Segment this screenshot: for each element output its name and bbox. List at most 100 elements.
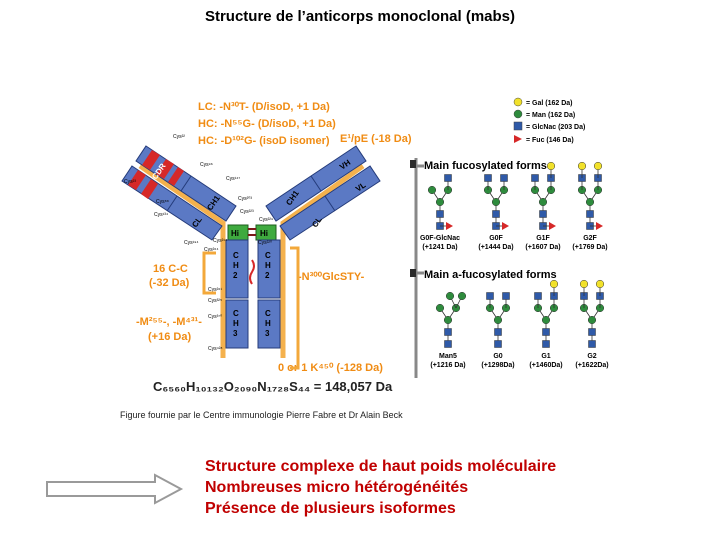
domain-label-ch2-left-2: 2 [233, 271, 238, 280]
man-icon [541, 315, 551, 325]
afucosylated-form-name: G0 [493, 353, 502, 360]
molecular-formula: C₆₅₆₀H₁₀₁₃₂O₂₀₉₀N₁₇₂₈S₄₄ = 148,057 Da [153, 379, 393, 394]
afucosylated-form-mass: (+1460Da) [529, 362, 562, 369]
cys-label: Cys¹⁴⁷ [226, 176, 240, 182]
summary-line: Structure complexe de haut poids molécul… [205, 458, 557, 475]
glcnac-icon [444, 328, 452, 336]
glcnac-icon [444, 174, 452, 182]
cys-label: Cys²²⁹ [259, 217, 273, 223]
annotation-oxidation-mass: (+16 Da) [148, 331, 191, 343]
fuc-icon [514, 135, 522, 143]
domain-label-ch3-right-3: 3 [265, 329, 270, 338]
cys-label: Cys²³ [124, 179, 136, 185]
figure-background [118, 88, 618, 408]
glcnac-icon [500, 174, 508, 182]
legend-glcnac: = GlcNac (203 Da) [526, 124, 585, 131]
glcnac-icon [444, 340, 452, 348]
fucosylated-form-name: G0F-GlcNac [420, 235, 460, 242]
fucosylated-glycan-trees [427, 161, 603, 230]
man-icon [513, 109, 523, 119]
legend-man: = Man (162 Da) [526, 112, 575, 119]
cys-label: Cys²⁰³ [238, 196, 252, 202]
fucosylated-form-mass: (+1444 Da) [478, 244, 513, 251]
figure-caption: Figure fournie par le Centre immunologie… [120, 410, 403, 420]
summary-line: Nombreuses micro hétérogénéités [205, 479, 469, 496]
left-arm-light-chain [121, 165, 223, 241]
afucosylated-form-name: G1 [541, 353, 550, 360]
fc-bracket-left [202, 251, 216, 295]
left-ch3-domain [225, 299, 249, 349]
afucosylated-form-name: Man5 [439, 353, 457, 360]
cys-label: Cys⁴²⁸ [208, 346, 223, 352]
domain-label-ch3-left-h: H [233, 319, 239, 328]
n-glycan-marker [249, 259, 255, 285]
gal-icon [577, 161, 587, 171]
gal-icon [593, 161, 603, 171]
domain-label-hi-right: Hi [260, 229, 268, 238]
domain-label-ch3-left: C [233, 309, 239, 318]
glycan-bracket-ticks [416, 164, 424, 275]
domain-label-ch3-right: C [265, 309, 271, 318]
man-icon [443, 315, 453, 325]
right-arm-heavy-chain [265, 145, 367, 222]
fucosylated-form-name: G0F [489, 235, 503, 242]
gal-icon [513, 97, 523, 107]
annotation-disulfide-mass: (-32 Da) [149, 277, 190, 289]
domain-label-ch2-left: C [233, 251, 239, 260]
annotation-disulfide: 16 C-C [153, 263, 188, 275]
fuc-icon [596, 222, 603, 230]
legend-fuc: = Fuc (146 Da) [526, 137, 574, 144]
right-arm-light-chain [279, 165, 381, 241]
annotation-pyroglutamate: E¹/pE (-18 Da) [340, 133, 412, 145]
glcnac-icon [502, 292, 510, 300]
cys-label: Cys²²³ [240, 209, 254, 215]
annotation-hc-n55g: HC: -N⁵⁵G- (D/isoD, +1 Da) [198, 118, 336, 130]
domain-label-ch3-right-h: H [265, 319, 271, 328]
afucosylated-heading: Main a-fucosylated forms [424, 269, 557, 281]
cys-label: Cys¹⁹⁴ [184, 240, 199, 246]
fuc-icon [446, 222, 453, 230]
glcnac-icon [534, 292, 542, 300]
glcnac-icon [588, 340, 596, 348]
glcnac-icon [542, 340, 550, 348]
right-ch2-domain [257, 239, 281, 299]
man-icon [493, 315, 503, 325]
fc-bracket-right [290, 246, 300, 370]
cys-label: Cys⁸⁸ [156, 199, 169, 205]
gal-icon [595, 279, 605, 289]
left-ch2-domain [225, 239, 249, 299]
fucosylated-heading: Main fucosylated forms [424, 160, 547, 172]
antibody-structure-figure: Hi Hi CH1 CL CH1 CL VH VL CDR C H 2 C H … [118, 88, 618, 408]
glcnac-icon [513, 121, 523, 131]
annotation-oxidation: -M²⁵⁵-, -M⁴³¹- [136, 316, 202, 328]
domain-label-ch2-left-h: H [233, 261, 239, 270]
man-icon [445, 291, 455, 301]
domain-label-ch2-right: C [265, 251, 271, 260]
gal-icon [546, 161, 556, 171]
glcnac-icon [436, 210, 444, 218]
glcnac-icon [539, 210, 547, 218]
glycan-legend: = Gal (162 Da) = Man (162 Da) = GlcNac (… [513, 97, 585, 144]
cys-label: Cys²⁶⁴ [204, 247, 218, 253]
afucosylated-form-mass: (+1298Da) [481, 362, 514, 369]
cys-label: Cys²¹⁴ [213, 238, 227, 244]
fucosylated-form-name: G1F [536, 235, 550, 242]
fucosylated-form-mass: (+1607 Da) [525, 244, 560, 251]
cys-label: Cys²⁶¹ [208, 287, 222, 293]
annotation-hc-d102g: HC: -D¹⁰²G- (isoD isomer) [198, 135, 330, 147]
glcnac-icon [484, 174, 492, 182]
man-icon [491, 197, 501, 207]
glcnac-icon [494, 340, 502, 348]
afucosylated-form-name: G2 [587, 353, 596, 360]
man-icon [435, 197, 445, 207]
fuc-icon [549, 222, 556, 230]
cys-label: Cys³⁷⁰ [208, 314, 222, 320]
fucosylated-form-mass: (+1769 Da) [572, 244, 607, 251]
domain-label-hi-left: Hi [231, 229, 239, 238]
right-ch3-domain [257, 299, 281, 349]
slide-title: Structure de l’anticorps monoclonal (mab… [204, 8, 516, 25]
glcnac-icon [494, 328, 502, 336]
legend-gal: = Gal (162 Da) [526, 100, 573, 107]
domain-label-ch2-right-h: H [265, 261, 271, 270]
fucosylated-form-mass: (+1241 Da) [422, 244, 457, 251]
